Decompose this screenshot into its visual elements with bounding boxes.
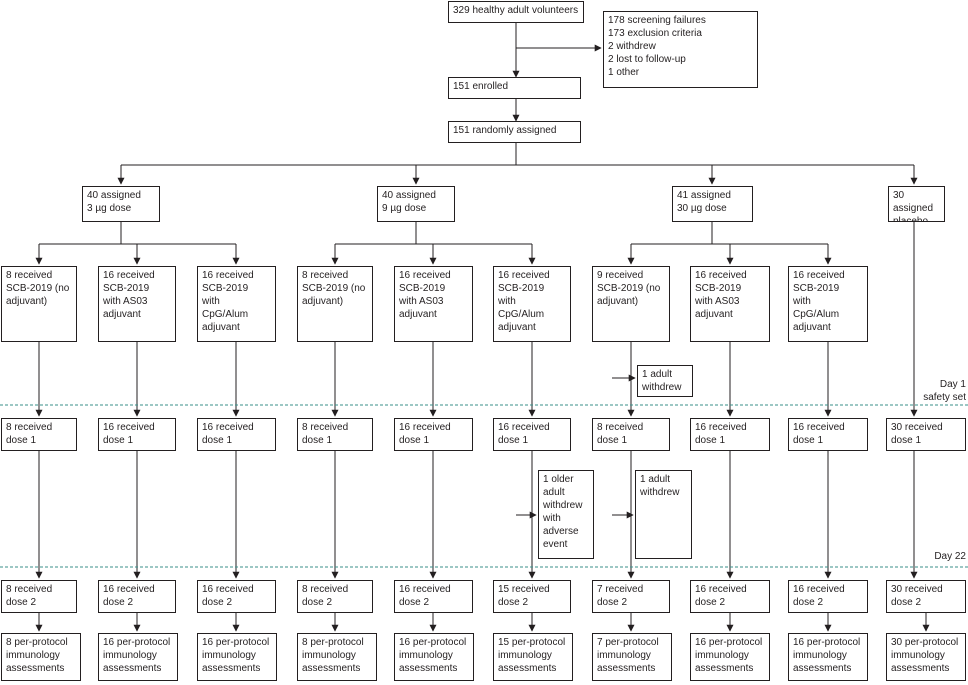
box-dose2-30ug-as03: 16 received dose 2 [690, 580, 770, 613]
box-pp-30ug-no-adjuvant: 7 per-protocol immunology assessments [592, 633, 672, 681]
box-pp-3ug-no-adjuvant: 8 per-protocol immunology assessments [1, 633, 81, 681]
box-dose2-9ug-no-adjuvant: 8 received dose 2 [297, 580, 373, 613]
box-dose2-3ug-cpg-alum: 16 received dose 2 [197, 580, 276, 613]
box-group-3ug-cpg-alum: 16 received SCB-2019 with CpG/Alum adjuv… [197, 266, 276, 342]
box-dose2-30ug-no-adjuvant: 7 received dose 2 [592, 580, 670, 613]
box-arm-9ug: 40 assigned 9 µg dose [377, 186, 455, 222]
box-pp-30ug-as03: 16 per-protocol immunology assessments [690, 633, 770, 681]
box-dose1-9ug-as03: 16 received dose 1 [394, 418, 473, 451]
box-arm-30ug: 41 assigned 30 µg dose [672, 186, 753, 222]
box-group-3ug-no-adjuvant: 8 received SCB-2019 (no adjuvant) [1, 266, 77, 342]
box-dose1-30ug-no-adjuvant: 8 received dose 1 [592, 418, 670, 451]
label-day1-safety-set: Day 1 safety set [923, 379, 966, 403]
box-withdrawal-30ug-no-adjuvant-2: 1 adult withdrew [635, 470, 692, 559]
box-dose1-9ug-cpg-alum: 16 received dose 1 [493, 418, 571, 451]
box-randomly-assigned: 151 randomly assigned [448, 121, 581, 143]
box-dose2-9ug-as03: 16 received dose 2 [394, 580, 473, 613]
label-day22: Day 22 [934, 551, 966, 562]
box-pp-9ug-as03: 16 per-protocol immunology assessments [394, 633, 474, 681]
box-dose2-3ug-no-adjuvant: 8 received dose 2 [1, 580, 77, 613]
box-dose2-30ug-cpg-alum: 16 received dose 2 [788, 580, 868, 613]
box-withdrawal-30ug-no-adjuvant-1: 1 adult withdrew [637, 365, 693, 397]
box-arm-3ug: 40 assigned 3 µg dose [82, 186, 160, 222]
box-dose1-3ug-cpg-alum: 16 received dose 1 [197, 418, 276, 451]
box-group-3ug-as03: 16 received SCB-2019 with AS03 adjuvant [98, 266, 176, 342]
box-screened: 329 healthy adult volunteers [448, 1, 584, 23]
box-pp-30ug-cpg-alum: 16 per-protocol immunology assessments [788, 633, 868, 681]
box-withdrawal-9ug-cpg-alum: 1 older adult withdrew with adverse even… [538, 470, 594, 559]
box-group-30ug-cpg-alum: 16 received SCB-2019 with CpG/Alum adjuv… [788, 266, 868, 342]
box-group-9ug-as03: 16 received SCB-2019 with AS03 adjuvant [394, 266, 473, 342]
box-dose1-placebo: 30 received dose 1 [886, 418, 966, 451]
box-pp-3ug-cpg-alum: 16 per-protocol immunology assessments [197, 633, 277, 681]
box-group-9ug-cpg-alum: 16 received SCB-2019 with CpG/Alum adjuv… [493, 266, 571, 342]
box-pp-placebo: 30 per-protocol immunology assessments [886, 633, 966, 681]
box-pp-9ug-no-adjuvant: 8 per-protocol immunology assessments [297, 633, 377, 681]
box-screening-failures: 178 screening failures 173 exclusion cri… [603, 11, 758, 88]
box-dose1-9ug-no-adjuvant: 8 received dose 1 [297, 418, 373, 451]
box-dose1-30ug-as03: 16 received dose 1 [690, 418, 770, 451]
box-group-30ug-no-adjuvant: 9 received SCB-2019 (no adjuvant) [592, 266, 670, 342]
box-pp-3ug-as03: 16 per-protocol immunology assessments [98, 633, 178, 681]
box-pp-9ug-cpg-alum: 15 per-protocol immunology assessments [493, 633, 573, 681]
box-dose2-placebo: 30 received dose 2 [886, 580, 966, 613]
box-dose2-9ug-cpg-alum: 15 received dose 2 [493, 580, 571, 613]
box-arm-placebo: 30 assigned placebo [888, 186, 945, 222]
box-dose1-3ug-no-adjuvant: 8 received dose 1 [1, 418, 77, 451]
box-dose2-3ug-as03: 16 received dose 2 [98, 580, 176, 613]
box-group-30ug-as03: 16 received SCB-2019 with AS03 adjuvant [690, 266, 770, 342]
box-dose1-3ug-as03: 16 received dose 1 [98, 418, 176, 451]
box-dose1-30ug-cpg-alum: 16 received dose 1 [788, 418, 868, 451]
box-group-9ug-no-adjuvant: 8 received SCB-2019 (no adjuvant) [297, 266, 373, 342]
box-enrolled: 151 enrolled [448, 77, 581, 99]
